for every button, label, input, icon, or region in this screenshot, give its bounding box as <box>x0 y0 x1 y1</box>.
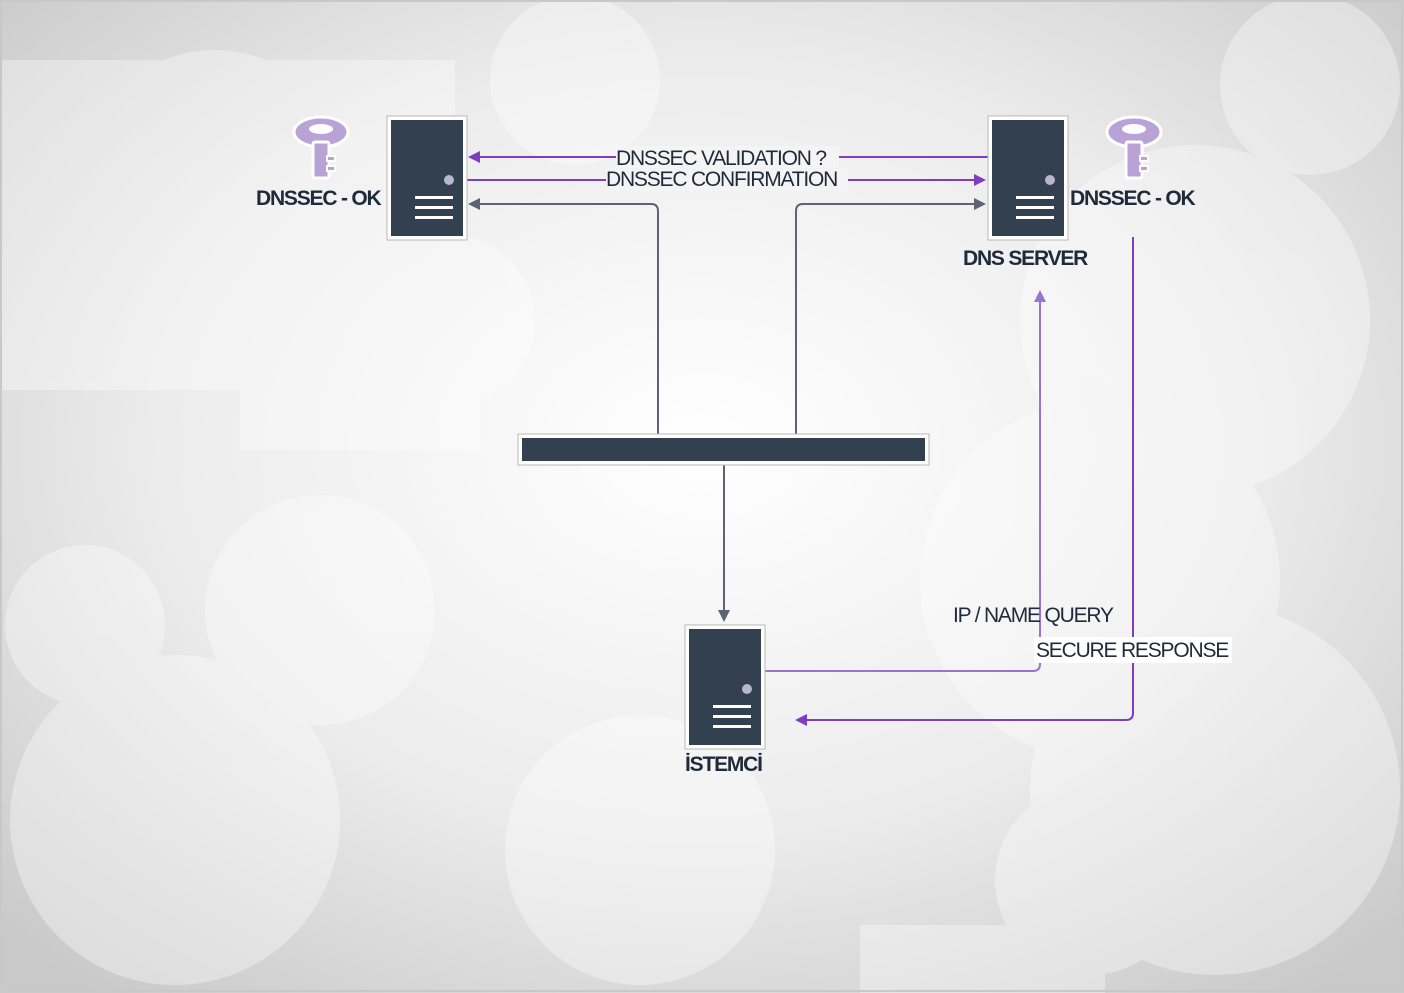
query-label: IP / NAME QUERY <box>953 604 1114 627</box>
server-icon <box>987 115 1069 241</box>
client-label: İSTEMCİ <box>685 753 762 776</box>
server-icon <box>684 624 766 750</box>
dns-server-label: DNS SERVER <box>963 247 1088 270</box>
confirmation-label-bg <box>606 169 848 191</box>
validation-label-bg <box>616 146 839 168</box>
validation-label: DNSSEC VALIDATION ? <box>616 147 826 170</box>
left-server-status-label: DNSSEC - OK <box>256 187 382 210</box>
dns-server-status-label: DNSSEC - OK <box>1070 187 1196 210</box>
switch-to-left-server-edge <box>468 198 659 436</box>
switch-to-dns-server-edge <box>795 198 986 436</box>
query-edge <box>762 290 1046 672</box>
response-label: SECURE RESPONSE <box>1036 639 1229 662</box>
response-label-bg <box>1034 637 1232 663</box>
response-edge <box>795 237 1134 726</box>
switch-icon <box>517 433 930 466</box>
server-icon <box>386 115 468 241</box>
confirmation-label: DNSSEC CONFIRMATION <box>606 168 837 191</box>
